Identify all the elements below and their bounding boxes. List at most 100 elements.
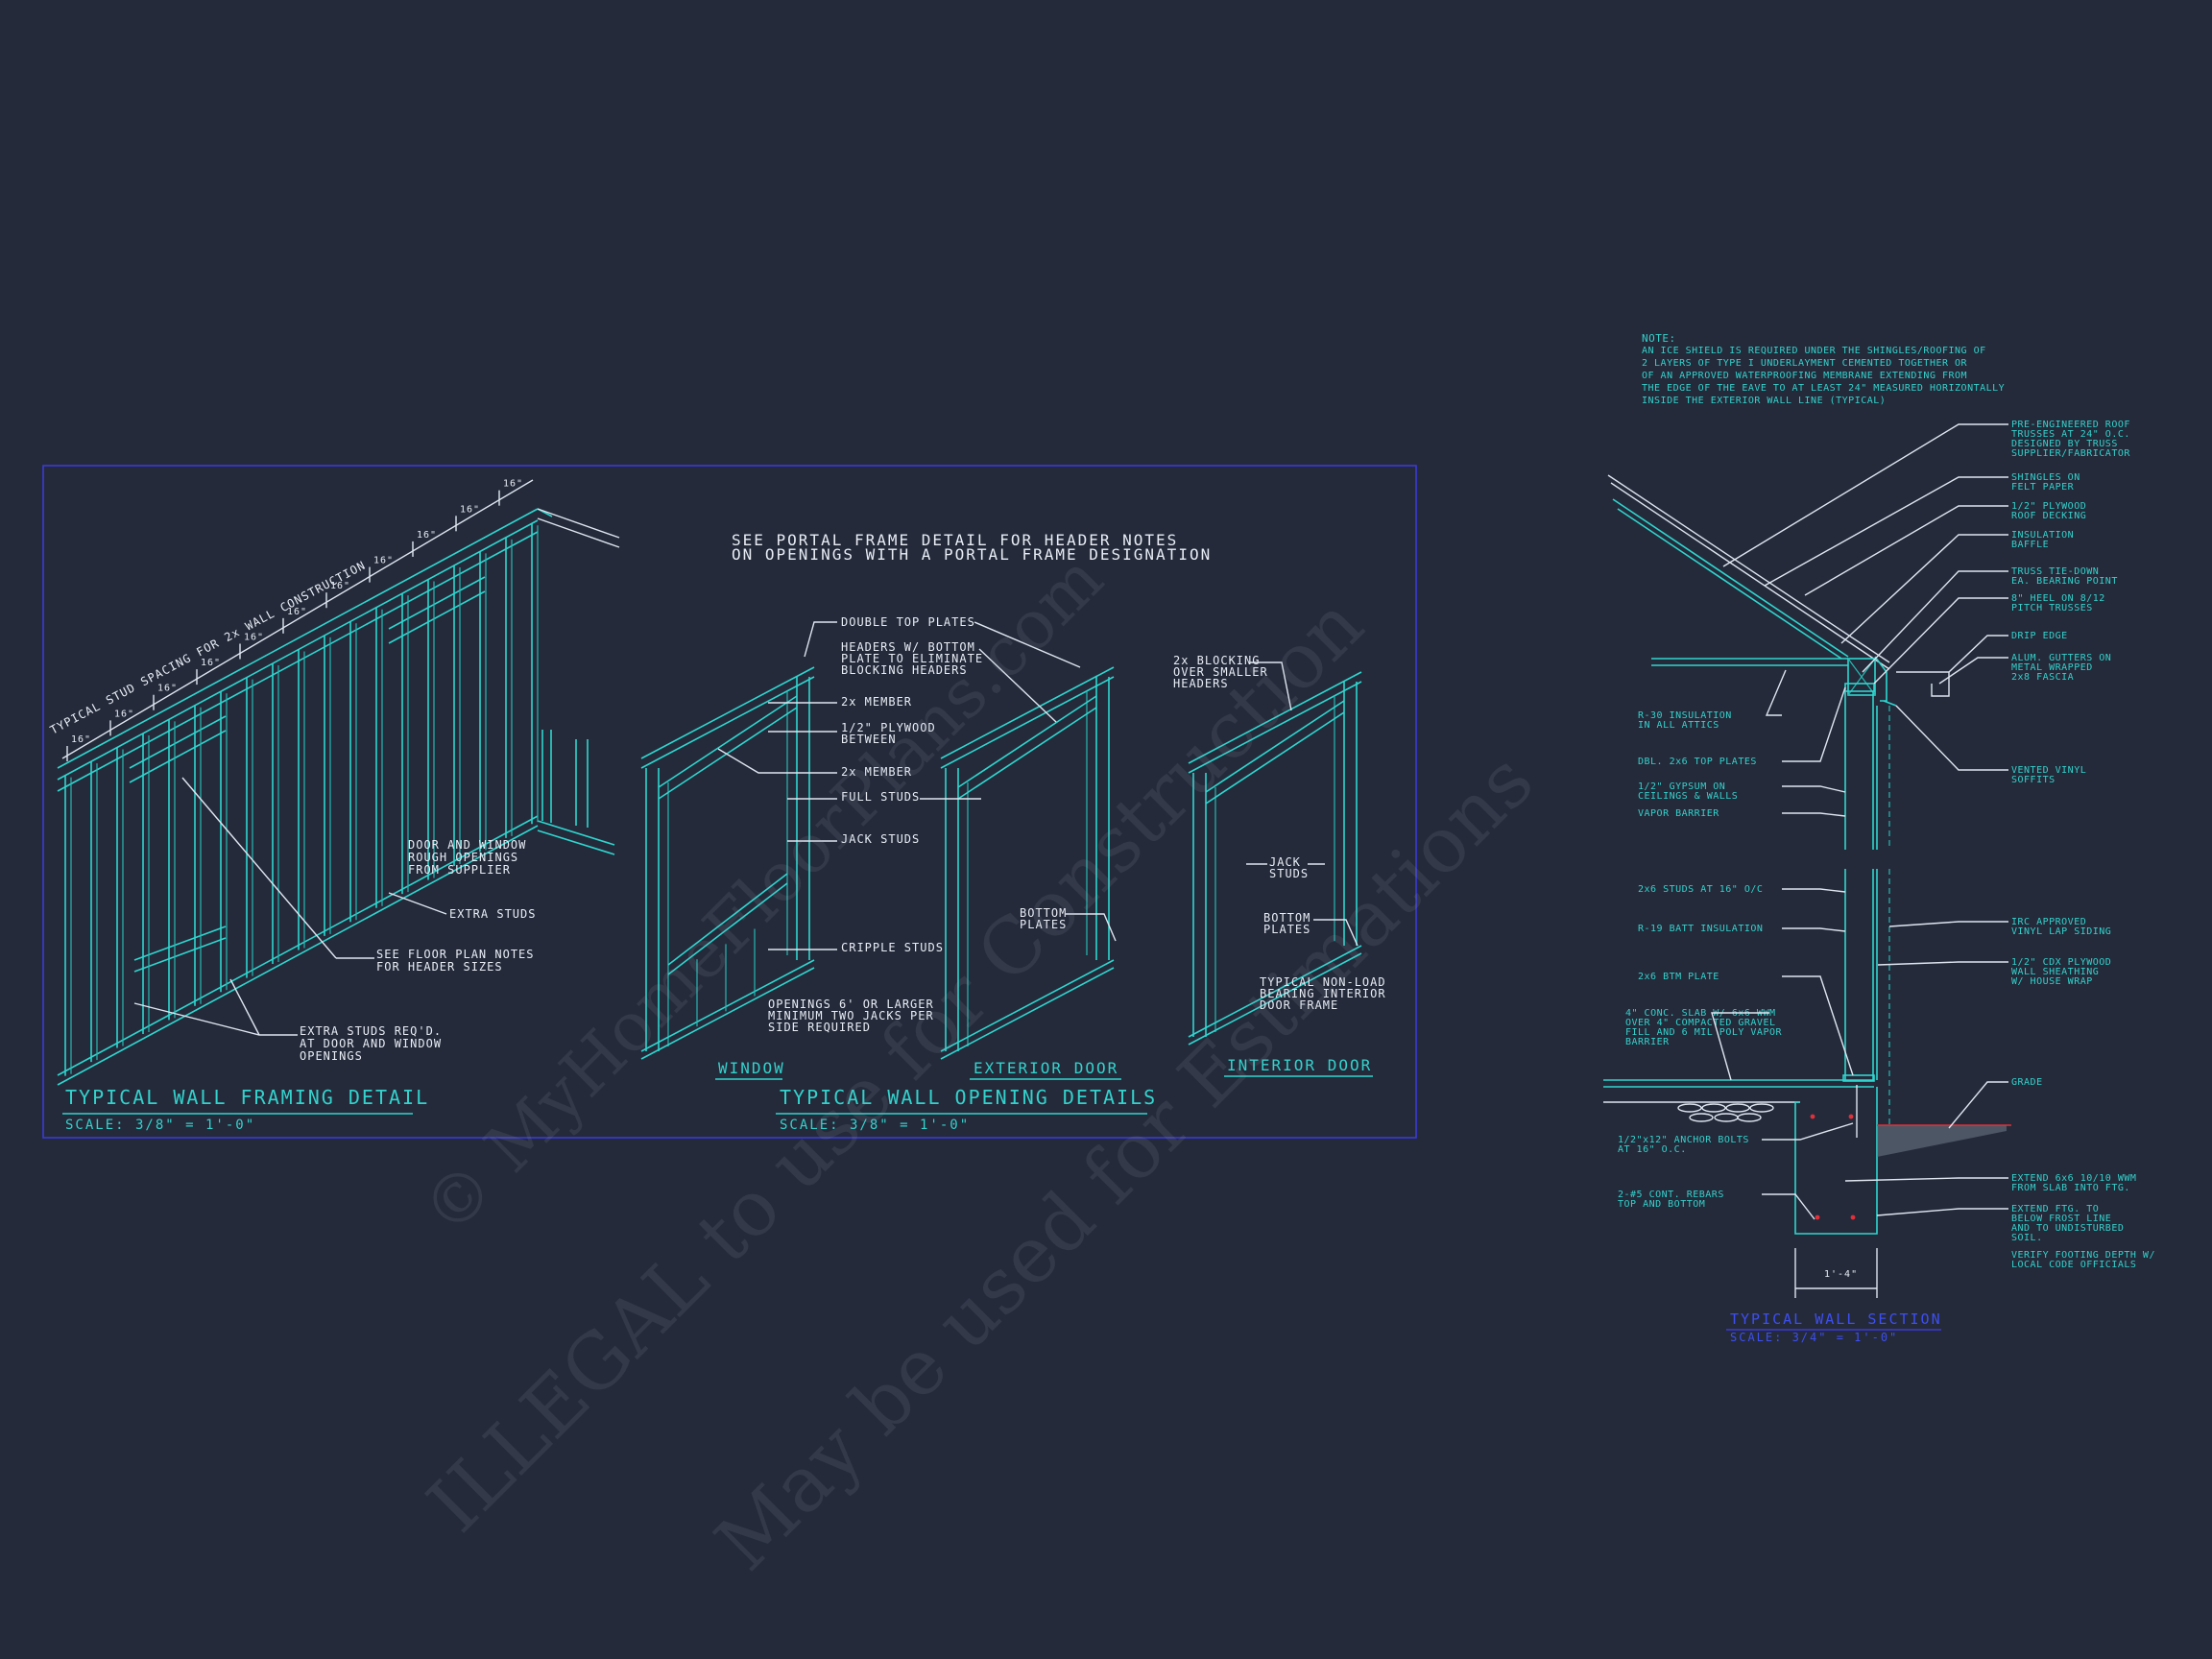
label-jack-studs-interior-2: STUDS [1269,867,1309,880]
label-bottom-plates-1: BOTTOM [1020,906,1067,920]
section-left-label: AT 16" O.C. [1618,1144,1687,1155]
leader-line [1873,597,2008,685]
opening-details-title: TYPICAL WALL OPENING DETAILS [780,1086,1157,1109]
label-bottom-plates-2: PLATES [1020,918,1067,931]
wall-section-scale: SCALE: 3/4" = 1'-0" [1730,1331,1898,1344]
section-left-label: 1/2"x12" ANCHOR BOLTS [1618,1135,1749,1145]
section-right-label: METAL WRAPPED [2011,662,2093,673]
section-left-label: 2x6 STUDS AT 16" O/C [1638,884,1763,895]
section-right-label: TRUSS TIE-DOWN [2011,566,2099,577]
stud-spacing-ticks: 16"16"16"16"16"16"16"16"16"16"16" [66,479,522,761]
wall-framing-drawing [57,508,620,1086]
section-right-label: SOFFITS [2011,775,2056,785]
section-right-label: DESIGNED BY TRUSS [2011,439,2118,449]
section-right-label: SUPPLIER/FABRICATOR [2011,448,2130,459]
label-bottom-plates-interior-1: BOTTOM [1263,911,1310,925]
leader-line [1862,570,2008,673]
section-right-label: 2x8 FASCIA [2011,672,2074,683]
section-right-label: 8" HEEL ON 8/12 [2011,593,2105,604]
note-floor-plan-2: FOR HEADER SIZES [376,960,503,974]
label-full-studs: FULL STUDS [841,790,920,804]
note-extra-req-1: EXTRA STUDS REQ'D. [300,1024,442,1038]
label-blocking-2: OVER SMALLER [1173,665,1268,679]
section-left-label: R-19 BATT INSULATION [1638,924,1763,934]
note-door-window-1: DOOR AND WINDOW [408,838,526,852]
label-non-load-1: TYPICAL NON-LOAD [1260,975,1386,989]
section-left-label: DBL. 2x6 TOP PLATES [1638,757,1757,767]
label-non-load-2: BEARING INTERIOR [1260,987,1386,1000]
section-right-label: VERIFY FOOTING DEPTH W/ [2011,1250,2155,1261]
section-right-label: 1/2" PLYWOOD [2011,501,2086,512]
section-left-label: BARRIER [1625,1037,1670,1047]
note-extra-studs: EXTRA STUDS [449,907,536,921]
section-right-label: AND TO UNDISTURBED [2011,1223,2124,1234]
leader-line [1888,921,2008,927]
section-left-label: OVER 4" COMPACTED GRAVEL [1625,1018,1776,1028]
caption-interior-door: INTERIOR DOOR [1227,1056,1372,1074]
note-door-window-3: FROM SUPPLIER [408,863,511,877]
section-left-label: FILL AND 6 MIL POLY VAPOR [1625,1027,1782,1038]
leader-line [1722,423,2008,567]
section-right-label: FROM SLAB INTO FTG. [2011,1183,2130,1193]
note-door-window-2: ROUGH OPENINGS [408,851,518,864]
section-right-label: ALUM. GUTTERS ON [2011,653,2111,663]
section-left-label: R-30 INSULATION [1638,710,1732,721]
opening-details-scale: SCALE: 3/8" = 1'-0" [780,1118,970,1133]
section-right-label: DRIP EDGE [2011,631,2068,641]
section-right-label: FELT PAPER [2011,482,2075,493]
label-openings-1: OPENINGS 6' OR LARGER [768,998,934,1011]
ice-shield-note-line: 2 LAYERS OF TYPE I UNDERLAYMENT CEMENTED… [1642,358,1968,369]
section-left-label: 1/2" GYPSUM ON [1638,781,1725,792]
section-right-label: LOCAL CODE OFFICIALS [2011,1260,2136,1270]
tick-label: 16" [373,556,394,566]
leader-line [1804,505,2008,596]
label-jack-studs: JACK STUDS [841,832,920,846]
caption-window: WINDOW [718,1059,785,1077]
framing-detail-scale: SCALE: 3/8" = 1'-0" [65,1118,255,1133]
section-left-label: IN ALL ATTICS [1638,720,1719,731]
section-right-label: EXTEND FTG. TO [2011,1204,2099,1214]
portal-note-1: SEE PORTAL FRAME DETAIL FOR HEADER NOTES [732,531,1178,549]
leader-line [1782,888,1846,893]
framing-detail-title: TYPICAL WALL FRAMING DETAIL [65,1086,429,1109]
leader-line [1764,476,2008,587]
section-right-label: WALL SHEATHING [2011,967,2099,977]
leader-line [1782,686,1846,762]
section-right-label: BAFFLE [2011,540,2049,550]
tick-label: 16" [244,632,264,642]
label-openings-3: SIDE REQUIRED [768,1021,871,1034]
footing-dimension: 1'-4" [1824,1269,1858,1280]
leader-line [1782,812,1846,817]
tick-label: 16" [287,607,307,617]
section-right-label: BELOW FROST LINE [2011,1214,2111,1224]
note-extra-req-2: AT DOOR AND WINDOW [300,1037,442,1050]
ice-shield-note: AN ICE SHIELD IS REQUIRED UNDER THE SHIN… [1642,346,2005,406]
leader-line [1782,975,1854,1076]
leader-line [1782,927,1846,932]
opening-frames [640,666,1362,1060]
tick-label: 16" [201,658,221,668]
leader-line [1844,1177,2008,1182]
section-right-label: 1/2" CDX PLYWOOD [2011,957,2111,968]
section-right-label: PRE-ENGINEERED ROOF [2011,420,2130,430]
tick-label: 16" [71,734,91,745]
section-left-label: 4" CONC. SLAB W/ 6x6 WWM [1625,1008,1776,1019]
leader-line [1762,1193,1815,1220]
tick-label: 16" [330,581,350,591]
tick-label: 16" [417,530,437,541]
section-right-label: EXTEND 6x6 10/10 WWM [2011,1173,2136,1184]
label-cripple-studs: CRIPPLE STUDS [841,941,944,954]
ice-shield-note-line: THE EDGE OF THE EAVE TO AT LEAST 24" MEA… [1642,383,2005,394]
leader-line [1938,657,2008,685]
section-right-label: VENTED VINYL [2011,765,2086,776]
leader-line [1877,961,2008,966]
tick-label: 16" [114,709,134,719]
leader-line [1948,1081,2008,1129]
label-openings-2: MINIMUM TWO JACKS PER [768,1009,934,1022]
section-left-label: CEILINGS & WALLS [1638,791,1738,802]
section-left-label: VAPOR BARRIER [1638,808,1719,819]
section-right-label: EA. BEARING POINT [2011,576,2118,587]
